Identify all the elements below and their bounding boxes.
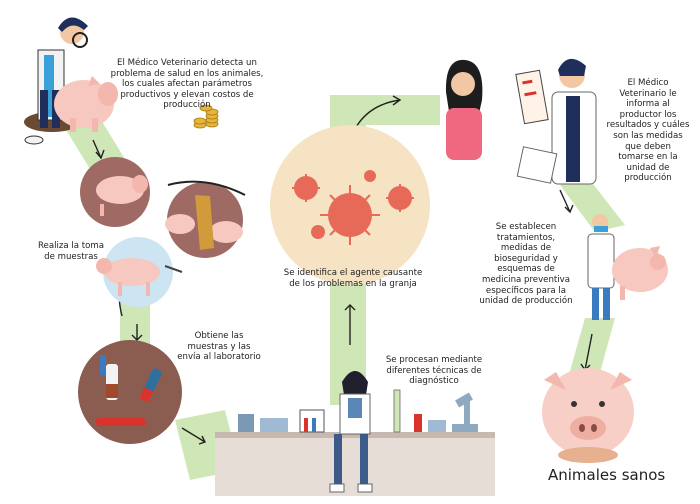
sample-tube-icon — [78, 340, 182, 444]
step-process-text: Se procesan mediante diferentes técnicas… — [385, 355, 483, 387]
farmer-icon — [445, 59, 483, 160]
lab-bench — [215, 389, 495, 496]
piglet-icon — [612, 246, 668, 300]
coins-icon — [193, 104, 219, 129]
step-identify-text: Se identifica el agente causante de los … — [283, 268, 423, 289]
healthy-piglet-icon — [542, 368, 634, 463]
microscope-icon — [452, 392, 478, 432]
result-text: Animales sanos — [548, 466, 666, 484]
pig-photo-1 — [80, 157, 150, 227]
step-treat-text: Se establecen tratamientos, medidas de b… — [479, 222, 573, 307]
step-send-text: Obtiene las muestras y las envía al labo… — [177, 331, 261, 363]
clipboard-icon — [515, 69, 549, 125]
veterinarian-2-icon — [516, 58, 597, 185]
pig-icon — [54, 76, 118, 132]
lab-scientist-icon — [329, 371, 373, 493]
pig-photo-3 — [96, 237, 183, 307]
virus-icon — [270, 125, 430, 285]
step-detect-text: El Médico Veterinario detecta un problem… — [110, 58, 264, 111]
pig-photo-2 — [165, 180, 246, 258]
veterinarian-3-icon — [587, 214, 615, 320]
step-sampling-text: Realiza la toma de muestras — [37, 241, 105, 262]
flow-arrows — [92, 95, 593, 445]
step-inform-text: El Médico Veterinario le informa al prod… — [606, 78, 690, 184]
